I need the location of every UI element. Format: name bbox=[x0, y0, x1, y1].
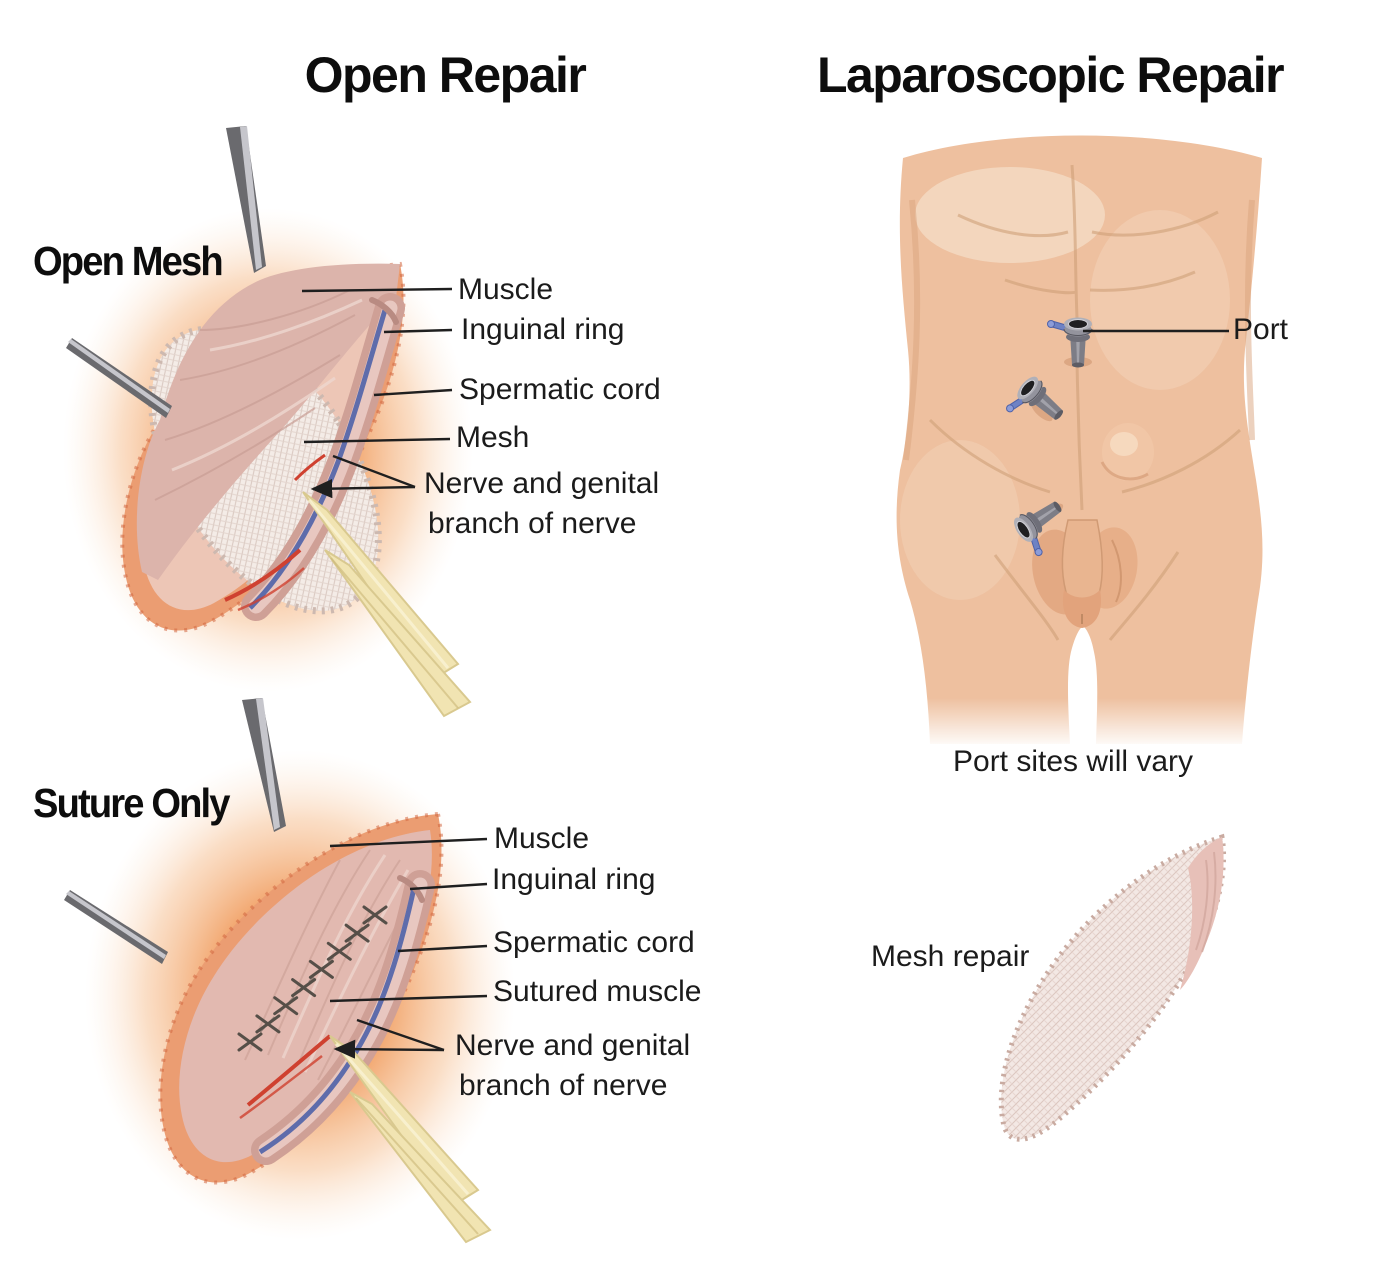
retractor-yellow bbox=[302, 491, 472, 718]
suture-only-heading: Suture Only bbox=[33, 780, 231, 826]
label-port: Port bbox=[1233, 313, 1289, 346]
muscle-streaks bbox=[154, 289, 356, 501]
label-sutured-muscle: Sutured muscle bbox=[493, 975, 702, 1008]
label-inguinal-ring: Inguinal ring bbox=[461, 313, 625, 346]
label-nerve-line2: branch of nerve bbox=[459, 1069, 668, 1102]
muscle-highlights bbox=[171, 298, 363, 472]
nerve-red bbox=[224, 548, 302, 602]
suture-stitches bbox=[237, 905, 388, 1052]
label-nerve-line1: Nerve and genital bbox=[455, 1029, 691, 1062]
genitals bbox=[1032, 519, 1138, 628]
label-muscle: Muscle bbox=[494, 822, 590, 855]
label-muscle: Muscle bbox=[458, 273, 554, 306]
caption-port-sites: Port sites will vary bbox=[953, 745, 1194, 778]
label-nerve-line1: Nerve and genital bbox=[424, 467, 660, 500]
body-shading bbox=[903, 199, 1255, 461]
leader-lines-open-mesh bbox=[301, 287, 453, 499]
mesh-patch-shape bbox=[998, 833, 1227, 1142]
label-spermatic-cord: Spermatic cord bbox=[459, 373, 661, 406]
leader-lines-suture-only bbox=[329, 837, 488, 1059]
label-spermatic-cord: Spermatic cord bbox=[493, 926, 695, 959]
label-mesh-repair: Mesh repair bbox=[871, 940, 1030, 973]
inguinal-ring-shape bbox=[369, 297, 399, 325]
open-mesh-heading: Open Mesh bbox=[33, 238, 224, 284]
label-inguinal-ring: Inguinal ring bbox=[492, 863, 656, 896]
retractor-yellow bbox=[329, 1035, 492, 1244]
page-title-open-repair: Open Repair bbox=[304, 47, 587, 103]
vein bbox=[258, 887, 417, 1155]
nerve-red bbox=[246, 1034, 332, 1107]
torso-illustration bbox=[885, 135, 1265, 748]
inguinal-ring-shape bbox=[397, 875, 425, 903]
mesh-repair-illustration bbox=[998, 833, 1227, 1142]
body-contours bbox=[928, 164, 1242, 641]
page-title-laparoscopic-repair: Laparoscopic Repair bbox=[816, 47, 1285, 103]
open-mesh-illustration bbox=[63, 126, 473, 718]
vein bbox=[248, 309, 388, 610]
mesh-flap-fold bbox=[1180, 837, 1224, 990]
surgical-tool-icon bbox=[64, 698, 286, 964]
label-nerve-line2: branch of nerve bbox=[428, 507, 637, 540]
label-mesh: Mesh bbox=[456, 421, 530, 454]
surgical-tool-icon bbox=[66, 126, 266, 418]
suture-only-illustration bbox=[64, 698, 515, 1244]
